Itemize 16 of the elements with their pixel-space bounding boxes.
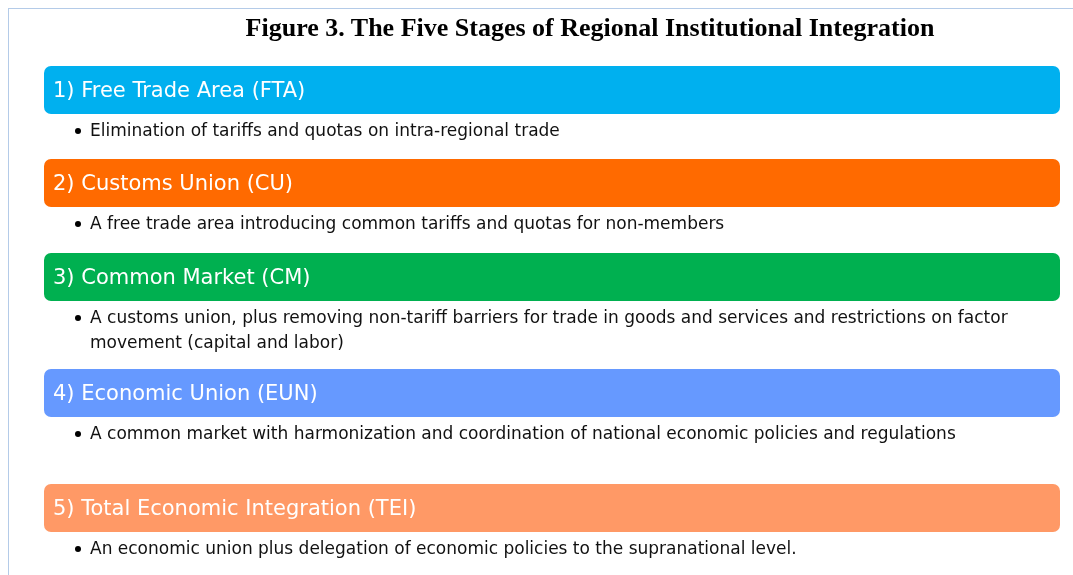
stage-header-bar bbox=[44, 159, 1060, 207]
stage-header-bar bbox=[44, 253, 1060, 301]
stage-title: 3) Common Market (CM) bbox=[53, 265, 311, 289]
stage-header-bar bbox=[44, 66, 1060, 114]
stage-title: 2) Customs Union (CU) bbox=[53, 171, 294, 195]
stage-header-bar bbox=[44, 484, 1060, 532]
stage-title: 1) Free Trade Area (FTA) bbox=[53, 78, 306, 102]
stage-header-bar bbox=[44, 369, 1060, 417]
stage-description: A common market with harmonization and coordination of national economic policies and regulations bbox=[90, 422, 957, 445]
stage-description: A customs union, plus removing non-tariff barriers for trade in goods and services and restrictions on factor movement (capital and labor) bbox=[90, 306, 1009, 354]
figure-title: Figure 3. The Five Stages of Regional Institutional Integration bbox=[244, 12, 936, 44]
stage-description: A free trade area introducing common tariffs and quotas for non-members bbox=[90, 212, 726, 235]
stage-description: Elimination of tariffs and quotas on intra-regional trade bbox=[90, 119, 561, 142]
stage-title: 5) Total Economic Integration (TEI) bbox=[53, 496, 417, 520]
stage-title: 4) Economic Union (EUN) bbox=[53, 381, 318, 405]
stage-description: An economic union plus delegation of economic policies to the supranational level. bbox=[90, 537, 798, 560]
